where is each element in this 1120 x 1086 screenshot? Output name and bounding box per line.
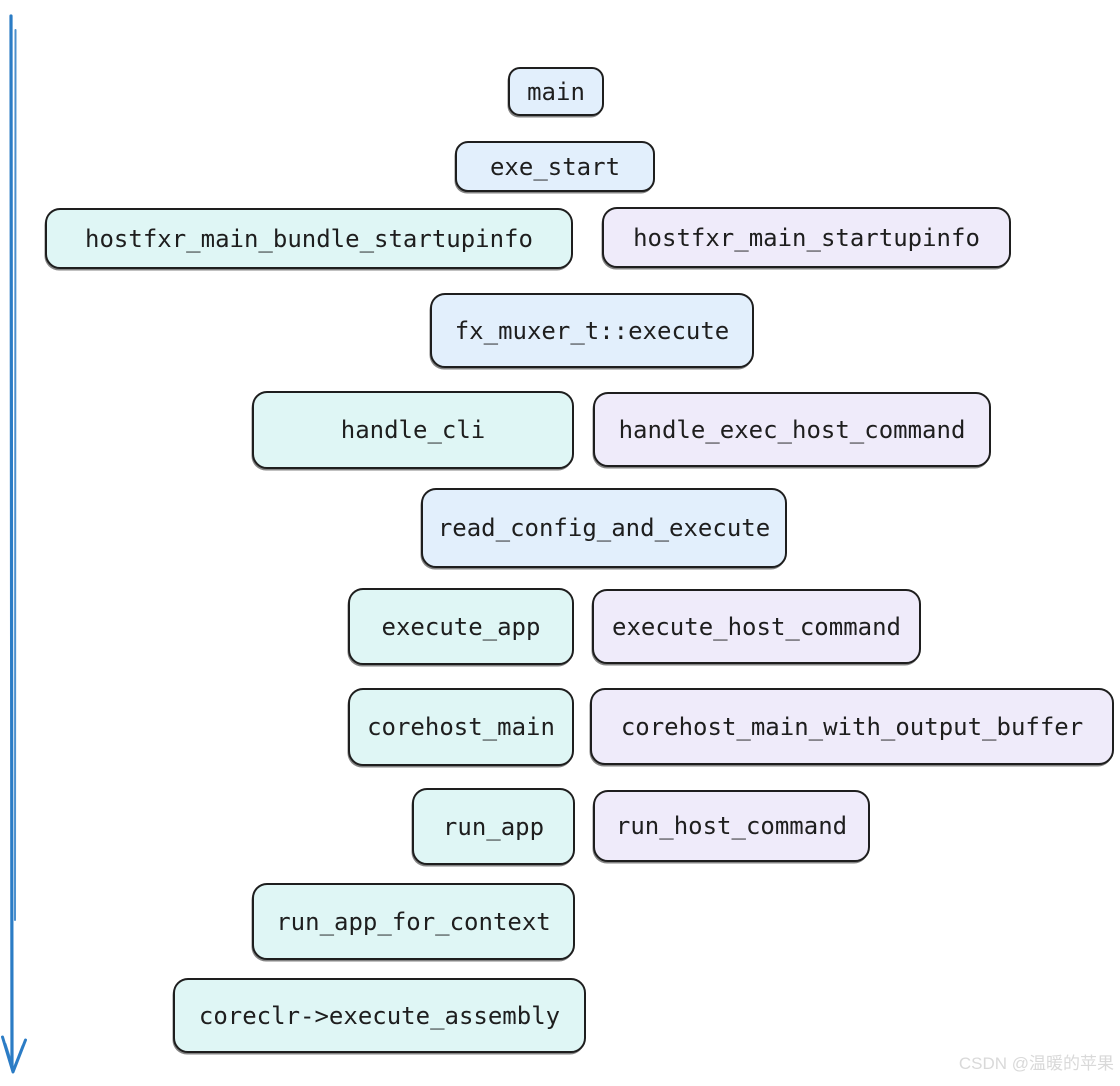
node-handle-exec-host-command: handle_exec_host_command	[593, 392, 991, 467]
watermark: CSDN @温暖的苹果	[958, 1054, 1114, 1073]
node-execute-host-command: execute_host_command	[592, 589, 921, 664]
node-label: corehost_main	[367, 713, 555, 741]
node-execute-app: execute_app	[348, 588, 574, 665]
node-label: corehost_main_with_output_buffer	[620, 712, 1084, 741]
node-label: run_host_command	[615, 812, 848, 840]
node-label: hostfxr_main_startupinfo	[633, 223, 980, 252]
node-label: exe_start	[489, 152, 621, 181]
node-corehost-main: corehost_main	[348, 688, 574, 766]
node-corehost-main-with-output-buffer: corehost_main_with_output_buffer	[590, 688, 1114, 765]
node-label: execute_app	[381, 612, 541, 641]
node-handle-cli: handle_cli	[252, 391, 574, 469]
node-label: handle_cli	[340, 416, 486, 444]
node-read-config-and-execute: read_config_and_execute	[421, 488, 787, 568]
node-label: read_config_and_execute	[437, 514, 771, 542]
node-label: main	[527, 77, 585, 106]
node-run-app-for-context: run_app_for_context	[252, 883, 575, 960]
node-label: run_app_for_context	[276, 907, 551, 936]
node-exe-start: exe_start	[455, 141, 655, 192]
node-coreclr-execute-assembly: coreclr->execute_assembly	[173, 978, 586, 1053]
node-run-host-command: run_host_command	[593, 790, 870, 862]
node-label: handle_exec_host_command	[618, 415, 966, 444]
node-hostfxr-main-startupinfo: hostfxr_main_startupinfo	[602, 207, 1011, 268]
node-label: hostfxr_main_bundle_startupinfo	[85, 224, 533, 253]
node-run-app: run_app	[412, 788, 575, 865]
node-label: execute_host_command	[612, 612, 901, 641]
node-fx-muxer-t-execute: fx_muxer_t::execute	[430, 293, 754, 368]
node-hostfxr-main-bundle-startupinfo: hostfxr_main_bundle_startupinfo	[45, 208, 573, 269]
node-label: run_app	[442, 812, 545, 841]
down-arrow-icon	[1, 14, 27, 1074]
node-label: coreclr->execute_assembly	[198, 1001, 561, 1030]
node-main: main	[508, 67, 604, 116]
node-label: fx_muxer_t::execute	[454, 316, 730, 345]
